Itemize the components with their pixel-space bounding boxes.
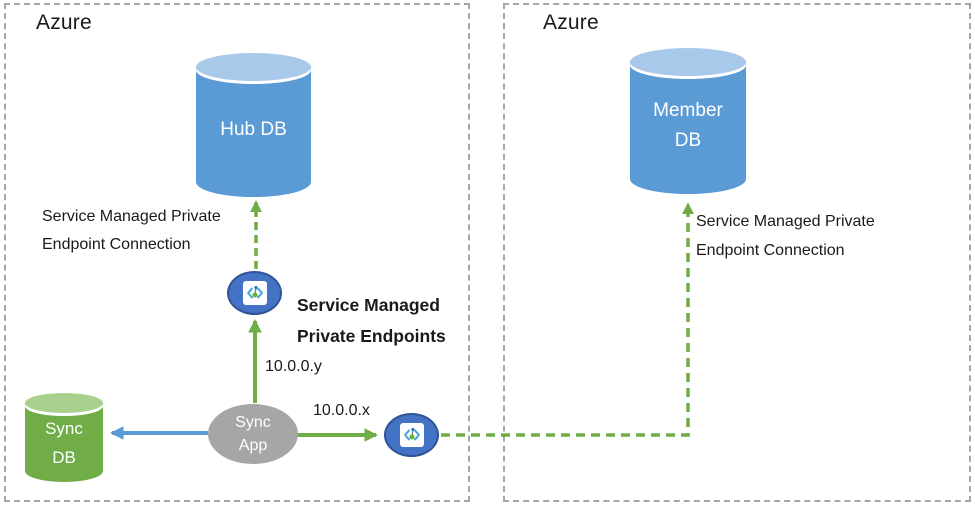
member-db-cylinder: Member DB xyxy=(630,48,746,194)
hub-db-label: Hub DB xyxy=(220,119,287,140)
private-endpoint-icon xyxy=(242,281,267,305)
cylinder-body xyxy=(25,403,103,482)
region-title-right: Azure xyxy=(543,11,599,34)
service-managed-private-endpoints-label: Service Managed Private Endpoints xyxy=(297,295,446,346)
cylinder-top xyxy=(630,48,746,76)
member-connection-label: Service Managed Private Endpoint Connect… xyxy=(696,213,875,259)
member-db-label: Member DB xyxy=(653,100,723,151)
ip-label-member: 10.0.0.x xyxy=(313,402,370,419)
cylinder-body xyxy=(196,66,311,197)
sync-db-cylinder: Sync DB xyxy=(25,393,103,482)
cylinder-top xyxy=(25,393,103,413)
cylinder-top xyxy=(196,53,311,81)
sync-db-label: Sync DB xyxy=(45,418,83,467)
hub-connection-label: Service Managed Private Endpoint Connect… xyxy=(42,208,221,253)
sync-app-ellipse: Sync App xyxy=(208,404,298,464)
cylinder-body xyxy=(630,61,746,194)
region-title-left: Azure xyxy=(36,11,92,34)
ip-label-hub: 10.0.0.y xyxy=(265,358,322,375)
hub-db-cylinder: Hub DB xyxy=(196,53,311,197)
private-endpoint-icon xyxy=(399,423,424,447)
private-endpoint-hub xyxy=(227,271,282,315)
private-endpoint-member xyxy=(384,413,439,457)
